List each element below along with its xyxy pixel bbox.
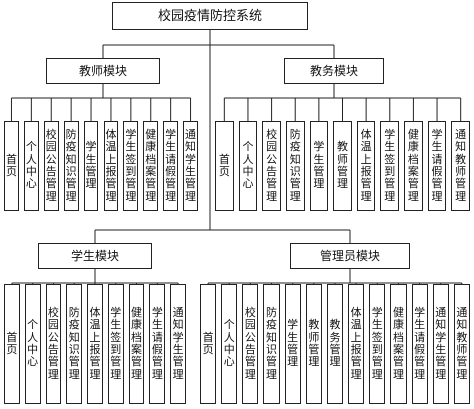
leaf-label: 健康档案管理 (131, 306, 143, 381)
leaf-student-2: 校园公告管理 (45, 284, 62, 404)
leaf-admin-7: 体温上报管理 (348, 284, 365, 404)
leaf-label: 学生签到管理 (125, 128, 137, 203)
leaf-admin-10: 学生请假管理 (411, 284, 428, 404)
leaf-label: 健康档案管理 (145, 128, 157, 203)
module-student: 学生模块 (38, 243, 152, 269)
leaf-label: 学生管理 (287, 318, 299, 369)
leaf-admin-2: 校园公告管理 (242, 284, 259, 404)
leaf-admin-4: 学生管理 (284, 284, 301, 404)
leaf-label: 通知学生管理 (435, 306, 447, 381)
leaf-label: 教师管理 (336, 140, 348, 191)
leaf-teacher-3: 防疫知识管理 (63, 121, 79, 211)
leaf-admin-6: 教务管理 (326, 284, 344, 404)
leaf-label: 通知教师管理 (455, 128, 467, 203)
leaf-academic-7: 学生签到管理 (380, 121, 400, 211)
leaf-admin-3: 防疫知识管理 (263, 284, 280, 404)
leaf-teacher-6: 学生签到管理 (123, 121, 139, 211)
leaf-label: 校园公告管理 (244, 306, 256, 381)
leaf-label: 通知学生管理 (185, 128, 197, 203)
module-teacher: 教师模块 (46, 58, 160, 84)
leaf-label: 学生签到管理 (371, 306, 383, 381)
leaf-label: 学生管理 (313, 140, 325, 191)
leaf-student-7: 学生请假管理 (149, 284, 166, 404)
leaf-admin-0: 首页 (200, 284, 217, 404)
leaf-label: 体温上报管理 (105, 128, 117, 203)
leaf-label: 校园公告管理 (45, 128, 57, 203)
leaf-academic-5: 教师管理 (333, 121, 352, 211)
leaf-label: 学生请假管理 (431, 128, 443, 203)
leaf-label: 健康档案管理 (392, 306, 404, 381)
root-node: 校园疫情防控系统 (112, 2, 308, 30)
leaf-label: 校园公告管理 (47, 306, 59, 381)
leaf-label: 防疫知识管理 (289, 128, 301, 203)
leaf-label: 首页 (6, 330, 18, 356)
leaf-academic-2: 校园公告管理 (262, 121, 281, 211)
leaf-label: 个人中心 (223, 318, 235, 369)
leaf-teacher-5: 体温上报管理 (103, 121, 119, 211)
leaf-academic-6: 体温上报管理 (356, 121, 376, 211)
leaf-label: 学生请假管理 (151, 306, 163, 381)
leaf-label: 健康档案管理 (407, 128, 419, 203)
leaf-academic-9: 学生请假管理 (427, 121, 447, 211)
leaf-academic-10: 通知教师管理 (451, 121, 470, 211)
leaf-label: 体温上报管理 (360, 128, 372, 203)
leaf-label: 学生请假管理 (165, 128, 177, 203)
leaf-student-8: 通知学生管理 (170, 284, 186, 404)
leaf-teacher-0: 首页 (4, 121, 19, 211)
leaf-label: 首页 (5, 152, 17, 178)
leaf-teacher-4: 学生管理 (83, 121, 99, 211)
leaf-label: 学生管理 (85, 140, 97, 191)
leaf-teacher-8: 学生请假管理 (163, 121, 179, 211)
leaf-admin-5: 教师管理 (305, 284, 322, 404)
leaf-student-5: 学生签到管理 (107, 284, 124, 404)
leaf-academic-3: 防疫知识管理 (285, 121, 305, 211)
leaf-admin-11: 通知学生管理 (432, 284, 449, 404)
leaf-label: 个人中心 (27, 318, 39, 369)
leaf-teacher-9: 通知学生管理 (183, 121, 198, 211)
leaf-label: 防疫知识管理 (65, 128, 77, 203)
leaf-label: 防疫知识管理 (68, 306, 80, 381)
leaf-label: 教务管理 (329, 318, 341, 369)
leaf-label: 学生请假管理 (414, 306, 426, 381)
leaf-admin-1: 个人中心 (221, 284, 238, 404)
leaf-academic-8: 健康档案管理 (404, 121, 423, 211)
leaf-admin-9: 健康档案管理 (390, 284, 407, 404)
leaf-teacher-1: 个人中心 (23, 121, 39, 211)
leaf-label: 个人中心 (25, 140, 37, 191)
leaf-student-1: 个人中心 (24, 284, 41, 404)
leaf-teacher-2: 校园公告管理 (43, 121, 59, 211)
leaf-academic-0: 首页 (215, 121, 234, 211)
leaf-label: 首页 (202, 330, 214, 356)
leaf-student-0: 首页 (4, 284, 20, 404)
leaf-admin-8: 学生签到管理 (369, 284, 386, 404)
leaf-label: 通知学生管理 (172, 306, 184, 381)
leaf-label: 首页 (218, 152, 230, 178)
leaf-admin-12: 通知教师管理 (453, 284, 470, 404)
leaf-label: 个人中心 (242, 140, 254, 191)
leaf-label: 体温上报管理 (89, 306, 101, 381)
leaf-academic-1: 个人中心 (238, 121, 258, 211)
leaf-label: 通知教师管理 (456, 306, 468, 381)
leaf-student-3: 防疫知识管理 (66, 284, 83, 404)
leaf-label: 学生签到管理 (110, 306, 122, 381)
leaf-label: 学生签到管理 (384, 128, 396, 203)
leaf-academic-4: 学生管理 (309, 121, 329, 211)
leaf-label: 体温上报管理 (350, 306, 362, 381)
leaf-label: 防疫知识管理 (266, 306, 278, 381)
module-administrator: 管理员模块 (290, 243, 410, 269)
leaf-student-6: 健康档案管理 (128, 284, 145, 404)
leaf-label: 教师管理 (308, 318, 320, 369)
leaf-teacher-7: 健康档案管理 (143, 121, 159, 211)
leaf-student-4: 体温上报管理 (87, 284, 103, 404)
leaf-label: 校园公告管理 (266, 128, 278, 203)
module-academic-affairs: 教务模块 (284, 58, 384, 84)
